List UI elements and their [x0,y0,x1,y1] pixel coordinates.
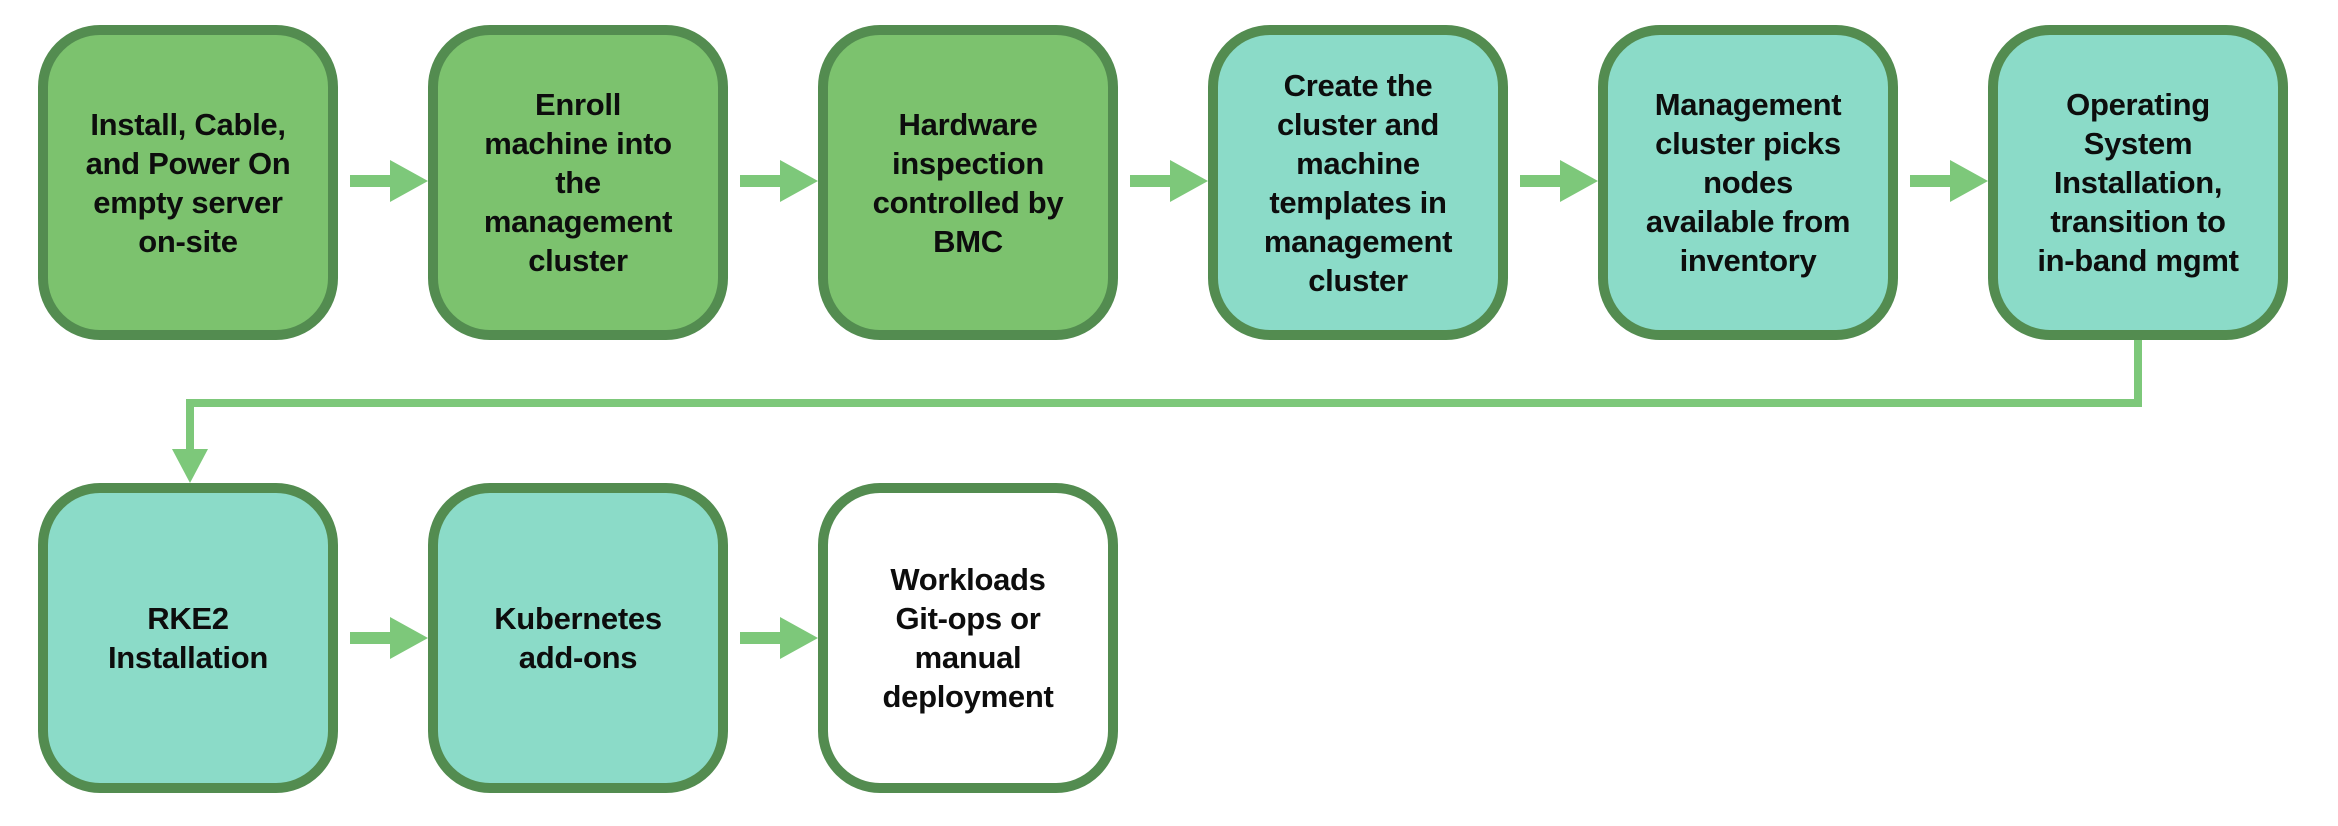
flow-node-label: Operating System Installation, transitio… [2037,87,2239,278]
flow-node-label: Create the cluster and machine templates… [1263,67,1453,298]
flow-node-management-cluster-picks-nodes: Management cluster picks nodes available… [1598,25,1898,340]
flow-node-rke2-installation: RKE2 Installation [38,483,338,793]
flow-node-label: Workloads Git-ops or manual deployment [882,562,1054,714]
flow-arrow [350,617,428,659]
flow-node-enroll-machine: Enroll machine into the management clust… [428,25,728,340]
flow-node-label: RKE2 Installation [107,601,269,675]
elbow-connector-arrowhead [172,449,208,483]
flow-node-install-cable-power-on: Install, Cable, and Power On empty serve… [38,25,338,340]
flow-node-kubernetes-add-ons: Kubernetes add-ons [428,483,728,793]
flow-node-label: Management cluster picks nodes available… [1645,87,1851,278]
flow-node-label: Hardware inspection controlled by BMC [872,106,1064,259]
flow-node-label: Enroll machine into the management clust… [483,87,673,278]
flow-node-hardware-inspection: Hardware inspection controlled by BMC [818,25,1118,340]
flow-node-os-installation: Operating System Installation, transitio… [1988,25,2288,340]
elbow-connector [186,338,2142,451]
flow-node-label: Kubernetes add-ons [494,601,662,675]
flow-arrow [1910,160,1988,202]
flow-node-label: Install, Cable, and Power On empty serve… [85,106,291,259]
flow-node-workloads-deployment: Workloads Git-ops or manual deployment [818,483,1118,793]
flow-arrow [740,617,818,659]
flow-arrow [1520,160,1598,202]
flow-node-create-cluster-templates: Create the cluster and machine templates… [1208,25,1508,340]
flow-arrow [350,160,428,202]
flow-arrow [1130,160,1208,202]
flow-arrow [740,160,818,202]
